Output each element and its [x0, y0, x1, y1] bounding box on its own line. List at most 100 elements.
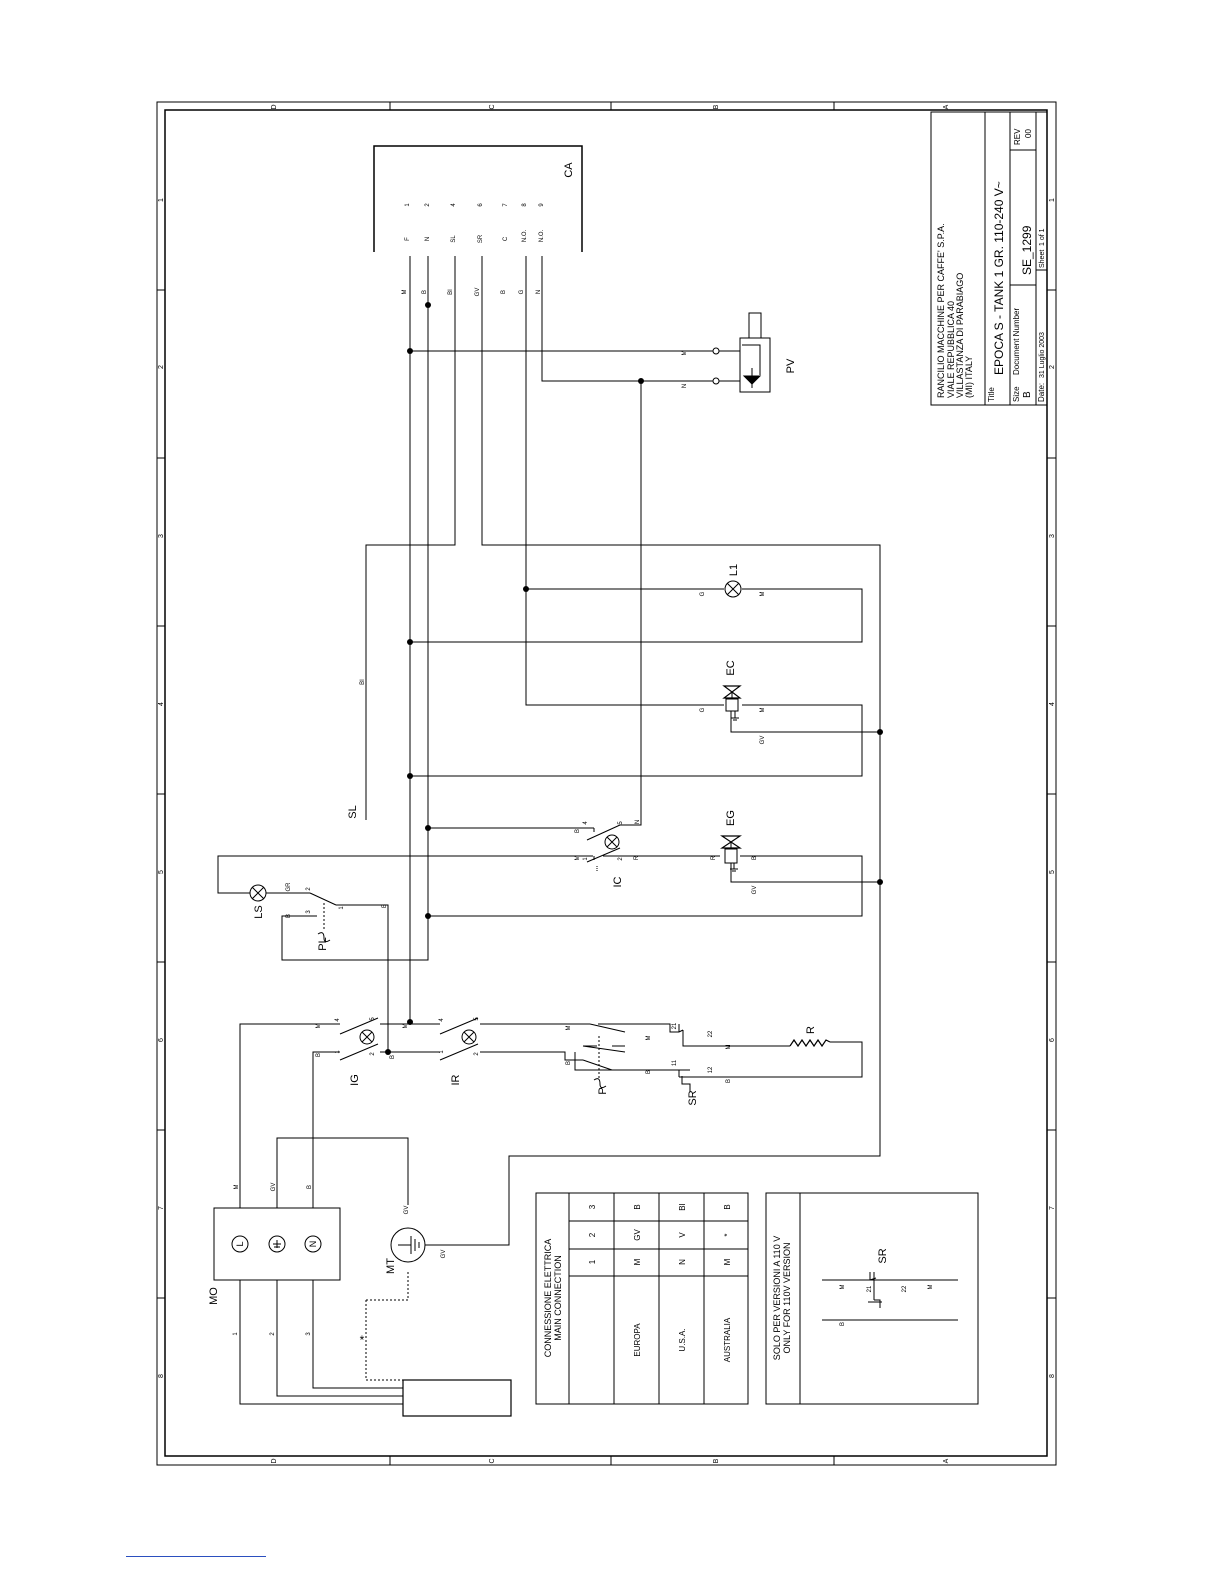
wire-color-label: M	[402, 290, 408, 295]
plug-star: *	[360, 1333, 365, 1347]
connection-table-cell: M	[633, 1258, 642, 1265]
frame-col-letter: C	[489, 104, 496, 109]
date-label: Date:	[1037, 383, 1046, 402]
wire-color-label: B	[566, 1061, 572, 1065]
lamp-ls	[249, 884, 267, 902]
ir-label: IR	[450, 1074, 462, 1085]
wire-color-label: M	[840, 1285, 846, 1290]
wire-color-label: M	[234, 1185, 240, 1190]
pv-label: PV	[785, 358, 797, 373]
wire-color-label: R	[634, 855, 640, 860]
pin-number: 22	[708, 1030, 714, 1037]
ls-label: LS	[253, 905, 265, 918]
ground-terminal-mt	[390, 1227, 426, 1263]
frame-row-number: 1	[1049, 198, 1056, 202]
wire-color-label: M	[760, 592, 766, 597]
wire-color-label: B	[501, 290, 507, 294]
ca-pin-name: N.O.	[539, 230, 545, 243]
wire-color-label: M	[575, 856, 581, 861]
ca-pin-number: 7	[503, 203, 509, 207]
ec-label: EC	[725, 660, 737, 675]
connection-table-cell: B	[633, 1204, 642, 1209]
frame-labels: D C B A D C B A 1 2 3 4 5 6 7 8 1 2 3 4 …	[158, 104, 1056, 1463]
connection-table-cell: N	[678, 1259, 687, 1265]
mo-label: MO	[208, 1287, 220, 1305]
note-box-title: SOLO PER VERSIONI A 110 V	[772, 1236, 782, 1360]
wire-color-label: M	[403, 1024, 409, 1029]
power-plug	[402, 1379, 512, 1417]
ca-pin-name: N	[425, 237, 431, 241]
wire-color-label: M	[316, 1024, 322, 1029]
pin-number: 1	[233, 1332, 239, 1336]
wire-color-label: B	[390, 1055, 396, 1059]
wire-color-label: G	[519, 289, 525, 294]
connection-table-region: U.S.A.	[678, 1328, 687, 1351]
frame-row-number: 1	[158, 198, 165, 202]
junction-dot	[425, 913, 431, 919]
junction-dot	[385, 1049, 391, 1055]
wire-color-label: M	[726, 1045, 732, 1050]
frame-row-number: 7	[158, 1206, 165, 1210]
wire-color-label: R	[711, 855, 717, 860]
r-label: R	[805, 1026, 817, 1034]
pin-number: 2	[618, 857, 624, 861]
drawing-frame	[156, 101, 1057, 1466]
sheet-label: Sheet	[1039, 250, 1046, 268]
wire-color-label: GV	[760, 736, 766, 745]
junction-dot	[407, 348, 413, 354]
frame-row-number: 8	[1049, 1374, 1056, 1378]
size-value: B	[1022, 391, 1033, 398]
ca-pin-name: C	[503, 236, 509, 241]
terminal-block-mo	[213, 1207, 341, 1281]
pin-number: 21	[672, 1022, 678, 1029]
pin-number: 22	[902, 1285, 908, 1292]
wire-color-label: B	[316, 1053, 322, 1057]
terminal-n-label: N	[308, 1241, 318, 1248]
wire-color-label: N	[536, 290, 542, 294]
wire-color-label: GV	[441, 1250, 447, 1259]
frame-col-letter: B	[713, 1458, 720, 1463]
wiring	[217, 256, 881, 1405]
rev-label: REV	[1013, 128, 1022, 145]
ig-label: IG	[349, 1074, 361, 1086]
drawing-title: EPOCA S - TANK 1 GR. 110-240 V~	[992, 181, 1006, 375]
date-value: 31 Luglio 2003	[1039, 332, 1046, 378]
solenoid-valve-eg	[720, 835, 742, 872]
wire-color-label: B	[307, 1185, 313, 1189]
pin-number: 3	[306, 910, 312, 914]
connection-table-cell: M	[723, 1258, 732, 1265]
frame-col-letter: B	[713, 104, 720, 109]
company-country: (MI) ITALY	[964, 356, 974, 398]
frame-row-number: 6	[1049, 1038, 1056, 1042]
note-box-subtitle: ONLY FOR 110V VERSION	[782, 1242, 792, 1353]
l1-label: L1	[728, 564, 740, 576]
pin-number: 5	[618, 821, 624, 825]
switch-ig	[339, 1017, 379, 1061]
wire-color-label: B	[382, 904, 388, 908]
pl-label: PL	[317, 937, 329, 950]
ca-pin-number: 1	[405, 203, 411, 207]
pin-number: 5	[370, 1017, 376, 1021]
pressostat-pl	[292, 892, 337, 943]
wire-color-label: M	[646, 1036, 652, 1041]
wire-color-label: G	[700, 707, 706, 712]
pin-number: 4	[583, 821, 589, 825]
wire-color-label: B	[575, 829, 581, 833]
sr-label: SR	[687, 1090, 699, 1105]
connection-table-region: EUROPA	[633, 1323, 642, 1357]
wire-color-label: B	[752, 856, 758, 860]
ca-pin-number: 9	[539, 203, 545, 207]
connection-table-cell: BI	[678, 1203, 687, 1211]
connection-table-header: 1	[588, 1259, 597, 1264]
size-label: Size	[1012, 386, 1021, 402]
pin-number: 5	[474, 1017, 480, 1021]
connection-table	[535, 1192, 749, 1405]
pin-number: 11	[672, 1059, 678, 1066]
pin-number: 2	[270, 1332, 276, 1336]
terminal-l-label: L	[235, 1241, 245, 1246]
ca-pin-name: F	[405, 237, 411, 241]
ca-label: CA	[563, 162, 575, 178]
junction-dot	[407, 773, 413, 779]
ca-pin-number: 2	[425, 203, 431, 207]
